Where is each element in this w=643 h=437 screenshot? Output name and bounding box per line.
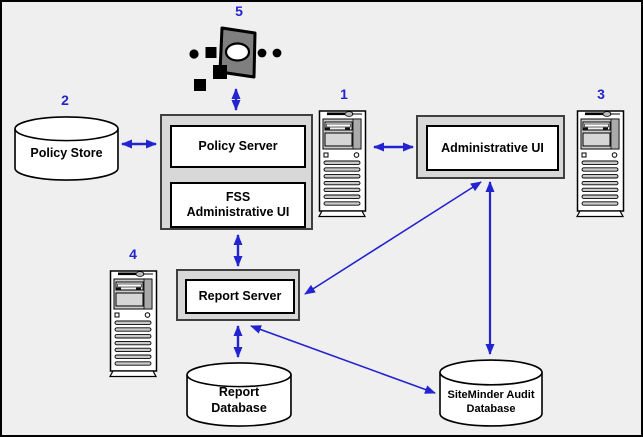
callout-number-server3: 3 (597, 86, 605, 102)
policy-server-box: Policy Server (170, 125, 306, 168)
audit-database-node: SiteMinder Audit Database (438, 358, 544, 428)
policy-store-node: Policy Store (13, 115, 120, 182)
report-database-line1: Report (218, 385, 260, 399)
database-cylinder-icon (186, 362, 292, 427)
server-tower-3-icon (576, 110, 625, 218)
database-cylinder-icon (14, 116, 119, 181)
report-server-container: Report Server (176, 269, 300, 321)
audit-database-line2: Database (466, 403, 516, 415)
policy-store-label: Policy Store (30, 146, 103, 160)
callout-number-server1: 1 (340, 86, 348, 102)
callout-number-agent: 5 (235, 3, 243, 19)
web-agent-icon (189, 26, 282, 91)
fss-administrative-ui-box: FSS Administrative UI (170, 182, 306, 228)
report-database-node: Report Database (185, 361, 293, 428)
callout-number-server4: 4 (129, 246, 137, 262)
audit-database-line1: SiteMinder Audit (447, 389, 535, 401)
fss-label-line2: Administrative UI (186, 205, 290, 219)
policy-server-container: Policy Server FSS Administrative UI (160, 114, 313, 230)
database-cylinder-icon (439, 359, 543, 427)
report-database-line2: Database (211, 401, 267, 415)
administrative-ui-box: Administrative UI (426, 125, 559, 171)
audit-database-label: SiteMinder Audit Database (438, 388, 544, 416)
administrative-ui-container: Administrative UI (416, 115, 565, 179)
report-server-box: Report Server (185, 279, 295, 314)
server-tower-1-icon (318, 110, 367, 218)
server-tower-4-icon (109, 270, 158, 378)
report-database-label: Report Database (185, 384, 293, 416)
fss-label-line1: FSS (225, 190, 251, 204)
callout-number-policy-store: 2 (61, 92, 69, 108)
